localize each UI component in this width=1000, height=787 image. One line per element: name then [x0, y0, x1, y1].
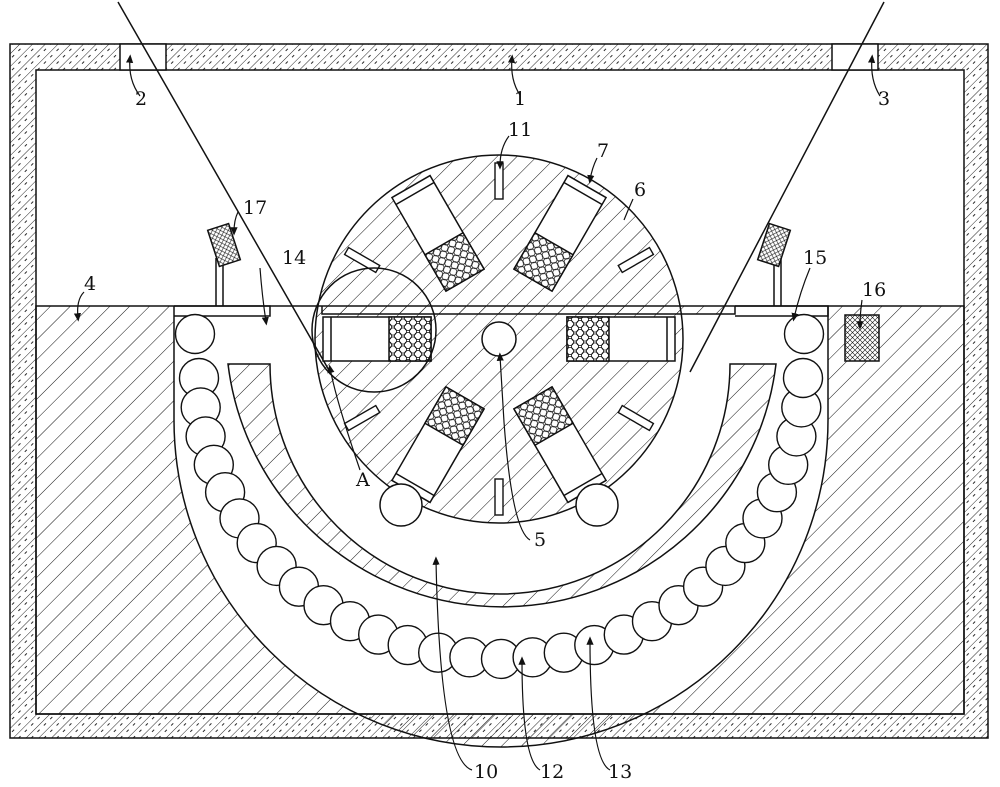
- nozzle-left: [206, 222, 242, 306]
- label-12: 12: [540, 761, 564, 783]
- nozzle-right: [756, 222, 792, 306]
- rotor-pockets: [322, 174, 676, 504]
- label-10: 10: [474, 761, 498, 783]
- rotor-pocket: [390, 385, 486, 504]
- label-11: 11: [508, 119, 532, 141]
- label-7: 7: [597, 140, 609, 162]
- label-14: 14: [282, 247, 306, 269]
- rotor-pocket: [566, 316, 676, 362]
- ball-chain: [174, 313, 825, 680]
- inner-arc-block: [227, 363, 777, 608]
- roller-left: [379, 483, 423, 527]
- roller-right: [575, 483, 619, 527]
- hub: [481, 321, 517, 357]
- rotor-pocket: [322, 316, 432, 362]
- label-6: 6: [634, 179, 646, 201]
- rotor-blade: [617, 246, 655, 274]
- label-13: 13: [608, 761, 632, 783]
- guide-wall-left: [117, 1, 331, 373]
- rotor-blade: [494, 162, 504, 200]
- label-3: 3: [878, 88, 890, 110]
- label-2: 2: [135, 88, 147, 110]
- rotor-blade: [343, 404, 381, 432]
- strip-15: [735, 305, 829, 317]
- ball: [782, 357, 824, 399]
- ball: [783, 313, 825, 355]
- guide-wall-right: [689, 1, 885, 373]
- inlet-left: [119, 43, 167, 71]
- rotor-blade: [343, 246, 381, 274]
- label-1: 1: [514, 88, 526, 110]
- sensor-16: [844, 314, 880, 362]
- label-5: 5: [534, 529, 546, 551]
- ball: [174, 313, 216, 355]
- label-4: 4: [84, 273, 96, 295]
- label-16: 16: [862, 279, 886, 301]
- rotor-blade: [617, 404, 655, 432]
- rotor-blade: [494, 478, 504, 516]
- strip-14: [174, 305, 271, 317]
- label-15: 15: [803, 247, 827, 269]
- label-17: 17: [243, 197, 267, 219]
- leader-lines: [73, 54, 881, 771]
- rotor-pocket: [390, 174, 486, 293]
- label-A: A: [355, 469, 370, 491]
- rotor-pocket: [512, 174, 608, 293]
- detail-circle-a: [311, 267, 437, 393]
